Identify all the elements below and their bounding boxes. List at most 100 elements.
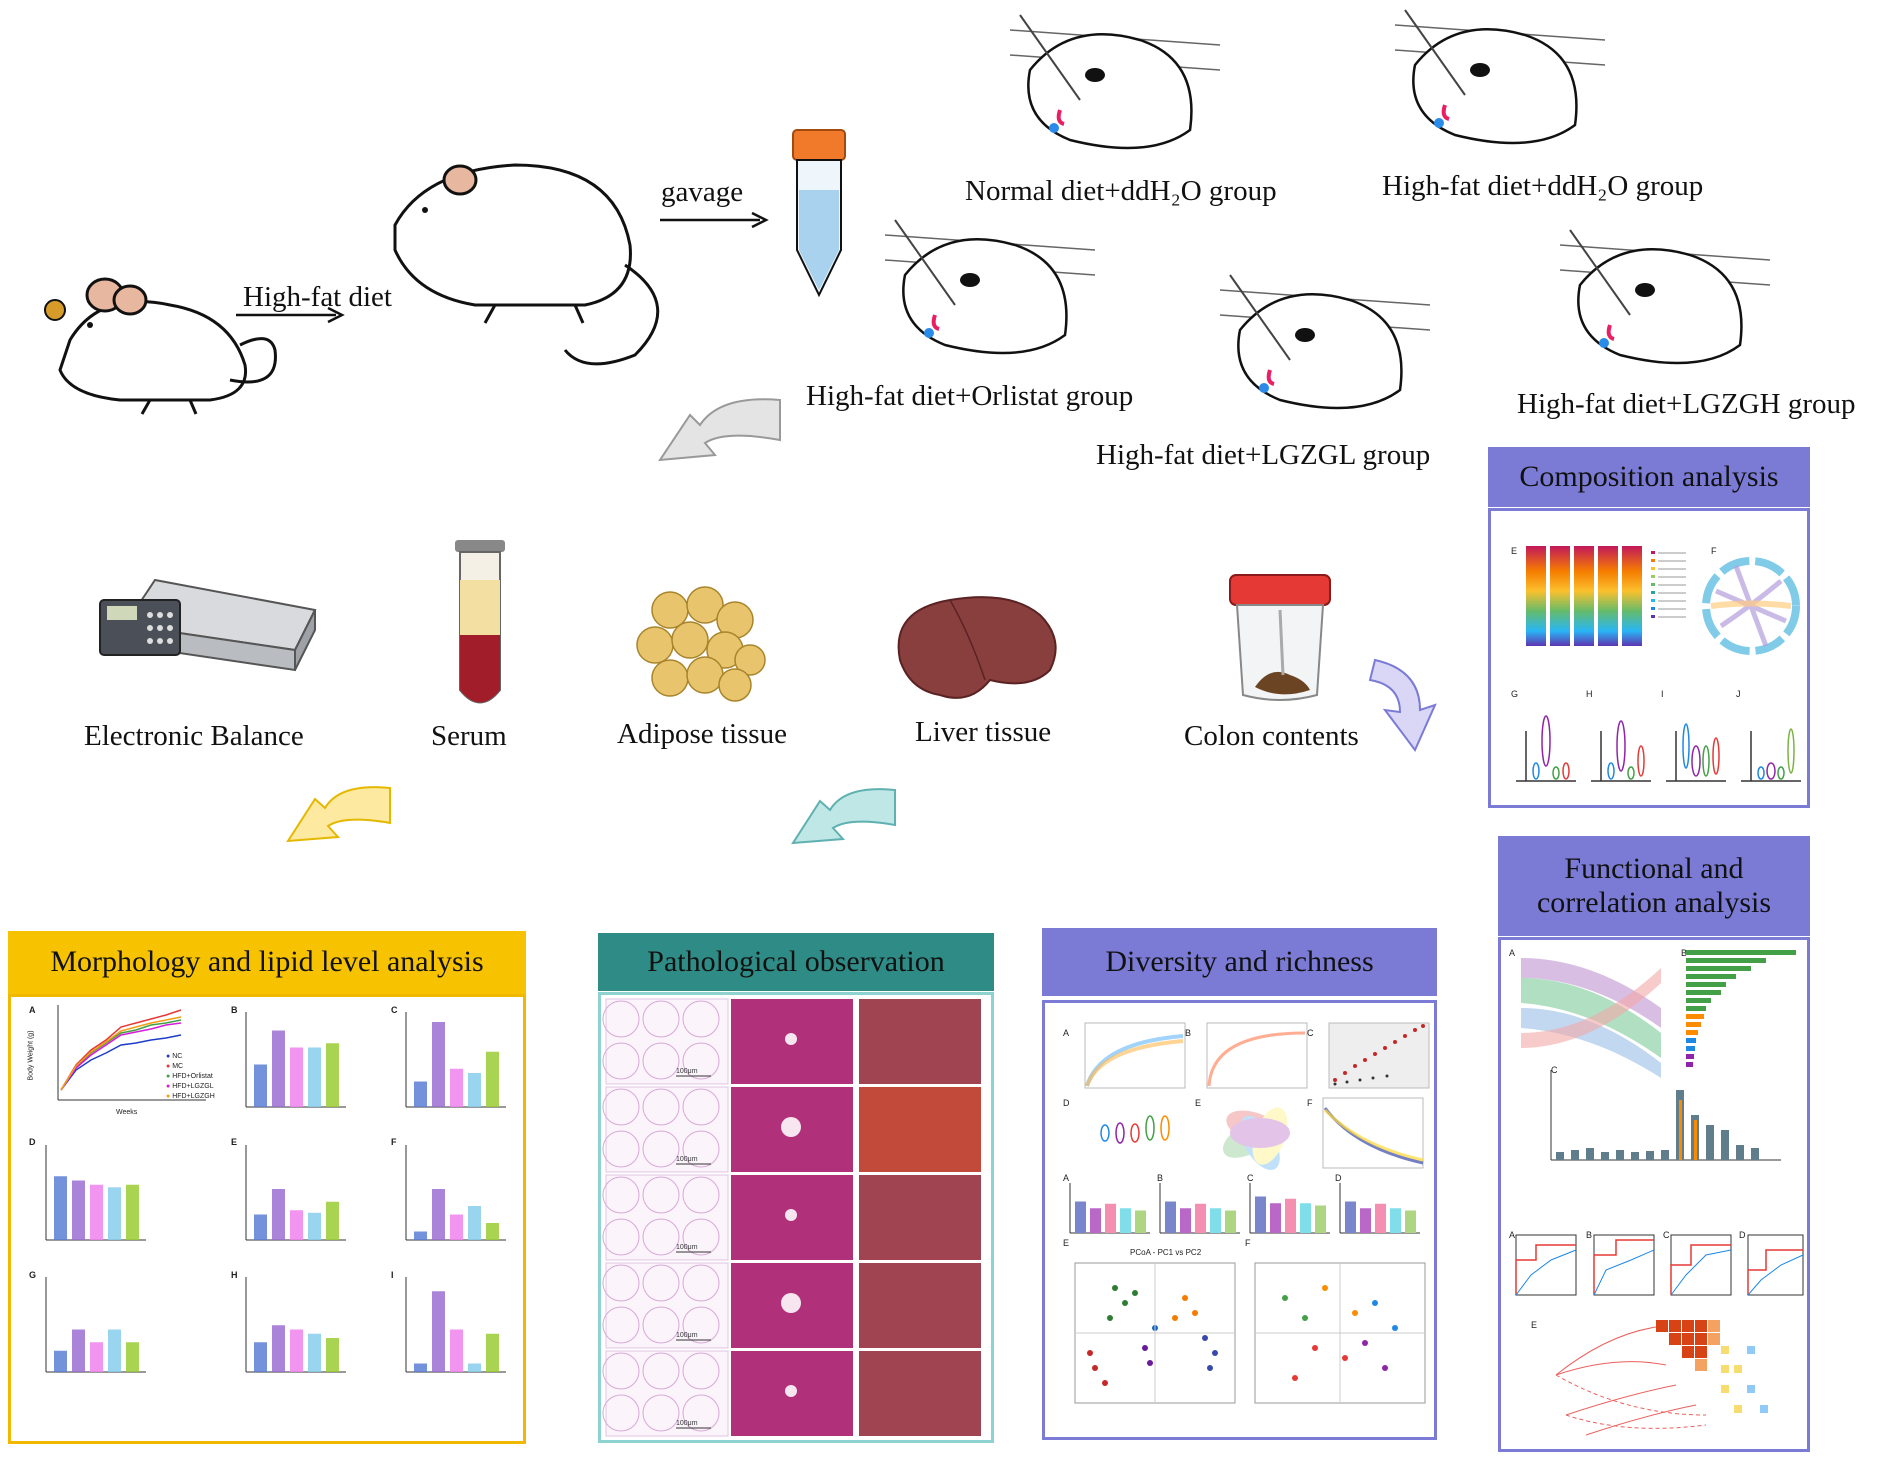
legend: ● NC ● MC ● HFD+Orlistat ● HFD+LGZGL ● H… (166, 1052, 215, 1102)
bar (54, 1176, 67, 1240)
sample-label: Adipose tissue (617, 718, 787, 750)
panel-letter: D (29, 1137, 36, 1147)
rat-gavage-icon (884, 219, 1096, 355)
panel-letter: B (231, 1005, 238, 1015)
panel-letter: B (1586, 1230, 1593, 1240)
adipocyte (642, 1176, 680, 1214)
panel-letter: C (391, 1005, 398, 1015)
violin-plots (1516, 715, 1801, 782)
bar (108, 1187, 121, 1240)
masson-stain-image (859, 1087, 981, 1172)
arrow-icon (660, 211, 769, 229)
data-point (1302, 1315, 1308, 1321)
adipocyte (682, 1000, 720, 1038)
adipocyte (602, 1042, 640, 1080)
adipocyte (602, 1394, 640, 1432)
data-point (1092, 1365, 1098, 1371)
correlation-heatmap (1555, 1320, 1768, 1436)
group-label: High-fat diet+ddH₂O group (1382, 170, 1704, 202)
data-point (1282, 1295, 1288, 1301)
legend-swatches (1651, 551, 1686, 618)
data-point (1382, 1365, 1388, 1371)
bar (1255, 1196, 1266, 1233)
bar (468, 1363, 481, 1372)
bar (1345, 1201, 1356, 1233)
bar (1105, 1203, 1116, 1233)
central-vein (781, 1293, 801, 1313)
adipocyte (602, 1264, 640, 1302)
bar (468, 1073, 481, 1107)
bar (254, 1214, 267, 1240)
panel-letter: D (1739, 1230, 1746, 1240)
data-point (1322, 1285, 1328, 1291)
bar (290, 1329, 303, 1372)
bar (1360, 1208, 1371, 1233)
bar (1195, 1203, 1206, 1233)
adipocyte (642, 1352, 680, 1390)
data-point (1212, 1350, 1218, 1356)
panel-letter: E (1531, 1320, 1538, 1330)
adipocyte (602, 1218, 640, 1256)
panel-letter: D (1335, 1173, 1342, 1183)
horizontal-bar-plot (1686, 950, 1796, 1067)
bar (432, 1189, 445, 1240)
sample-label: Serum (431, 720, 507, 752)
adipocyte (642, 1218, 680, 1256)
bar (1135, 1210, 1146, 1233)
bar (1225, 1210, 1236, 1233)
composition-panel: E F G H I J (1488, 508, 1810, 808)
rat-gavage-icon (1559, 229, 1771, 365)
bar (1375, 1203, 1386, 1233)
mouse-icon (44, 277, 277, 415)
curved-arrow-gray-icon (658, 398, 781, 462)
serum-tube-icon (455, 540, 505, 704)
bar (308, 1212, 321, 1240)
data-point (1342, 1355, 1348, 1361)
panel-letter: A (1509, 1230, 1516, 1240)
panel-letter: A (1509, 948, 1516, 958)
legend-item: ● NC (166, 1053, 183, 1060)
data-point (1207, 1365, 1213, 1371)
adipocyte (682, 1264, 720, 1302)
rat-gavage-icon (1394, 9, 1606, 145)
adipocyte (602, 1088, 640, 1126)
legend-item: ● HFD+Orlistat (166, 1073, 213, 1080)
bar (414, 1363, 427, 1372)
bar (126, 1342, 139, 1372)
panel-letter: H (231, 1270, 238, 1280)
bar (432, 1022, 445, 1107)
panel-letter: C (1307, 1028, 1314, 1038)
bar (72, 1329, 85, 1372)
data-point (1352, 1310, 1358, 1316)
masson-stain-image (859, 1351, 981, 1436)
panel-letter: G (1511, 689, 1519, 699)
panel-letter: F (1245, 1238, 1251, 1248)
data-point (1102, 1380, 1108, 1386)
panel-letter: J (1736, 689, 1741, 699)
bar (90, 1342, 103, 1372)
data-point (1107, 1315, 1113, 1321)
bar (486, 1051, 499, 1107)
legend-item: ● HFD+LGZGL (166, 1083, 214, 1090)
bar (54, 1350, 67, 1372)
scale-label: 100μm (676, 1420, 698, 1427)
bar (468, 1206, 481, 1240)
bar (450, 1214, 463, 1240)
roc-plots (1515, 1234, 1804, 1296)
group-label: Normal diet+ddH₂O group (965, 175, 1277, 207)
bar (126, 1184, 139, 1240)
bar (1270, 1203, 1281, 1233)
adipocyte (642, 1306, 680, 1344)
arrow-icon (236, 306, 345, 324)
rarefaction-curves (1084, 1022, 1430, 1089)
centrifuge-tube-icon (792, 129, 846, 298)
adipocyte (642, 1264, 680, 1302)
adipocyte (602, 1352, 640, 1390)
adipocyte (602, 1306, 640, 1344)
bar (486, 1333, 499, 1372)
bar (308, 1047, 321, 1107)
bar (72, 1180, 85, 1240)
central-vein (781, 1117, 801, 1137)
data-point (1392, 1325, 1398, 1331)
